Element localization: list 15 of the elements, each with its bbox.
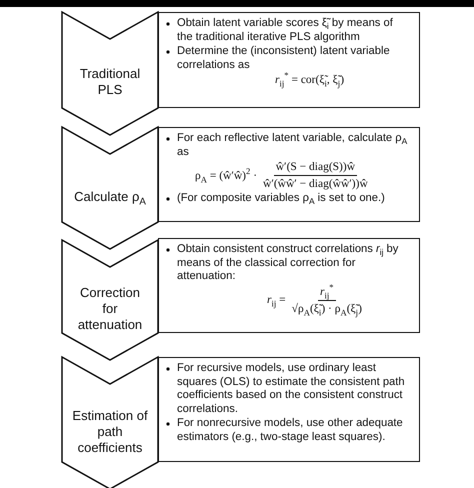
formula-lhs: ρ$_{A}$ = (ŵ′ŵ)$^{2}$ · (195, 168, 258, 182)
bullet-text: Obtain consistent construct correlations r$_{ij}$ by means of the classical correction for attenuation: (177, 243, 400, 284)
formula: r$_{ij}$$^{*}$ = cor(ξ̃$_{i}$, ξ̃$_{j}$) (275, 73, 344, 87)
bullet-text: Obtain latent variable scores ξ̃$_{i}$ by means of the traditional iterative PLS algorithm (177, 17, 394, 44)
step-label: Calculate ρ$_{A}$ (73, 188, 147, 205)
formula-numerator: ŵ′(S − diag(S))ŵ (274, 160, 358, 176)
step-label: Traditional PLS (78, 66, 142, 98)
step-label: Estimation of path coefficients (72, 408, 148, 456)
formula-denominator: ŵ′(ŵŵ′ − diag(ŵŵ′))ŵ (262, 177, 369, 191)
formula-lhs: r$_{ij}$ = (267, 293, 286, 307)
formula-denominator: √ρ$_{A}$(ξ̃$_{i}$) · ρ$_{A}$(ξ̃$_{j}$) (290, 302, 363, 316)
bullet-text: (For composite variables ρ$_{A}$ is set to one.) (177, 192, 385, 206)
step-label: Correction for attenuation (76, 284, 144, 333)
bullet-text: For nonrecursive models, use other adequate estimators (e.g., two-stage least squares). (177, 417, 404, 444)
bullet-text: For recursive models, use ordinary least squares (OLS) to estimate the consistent path coefficients based on the consistent construct correlations. (177, 362, 406, 416)
